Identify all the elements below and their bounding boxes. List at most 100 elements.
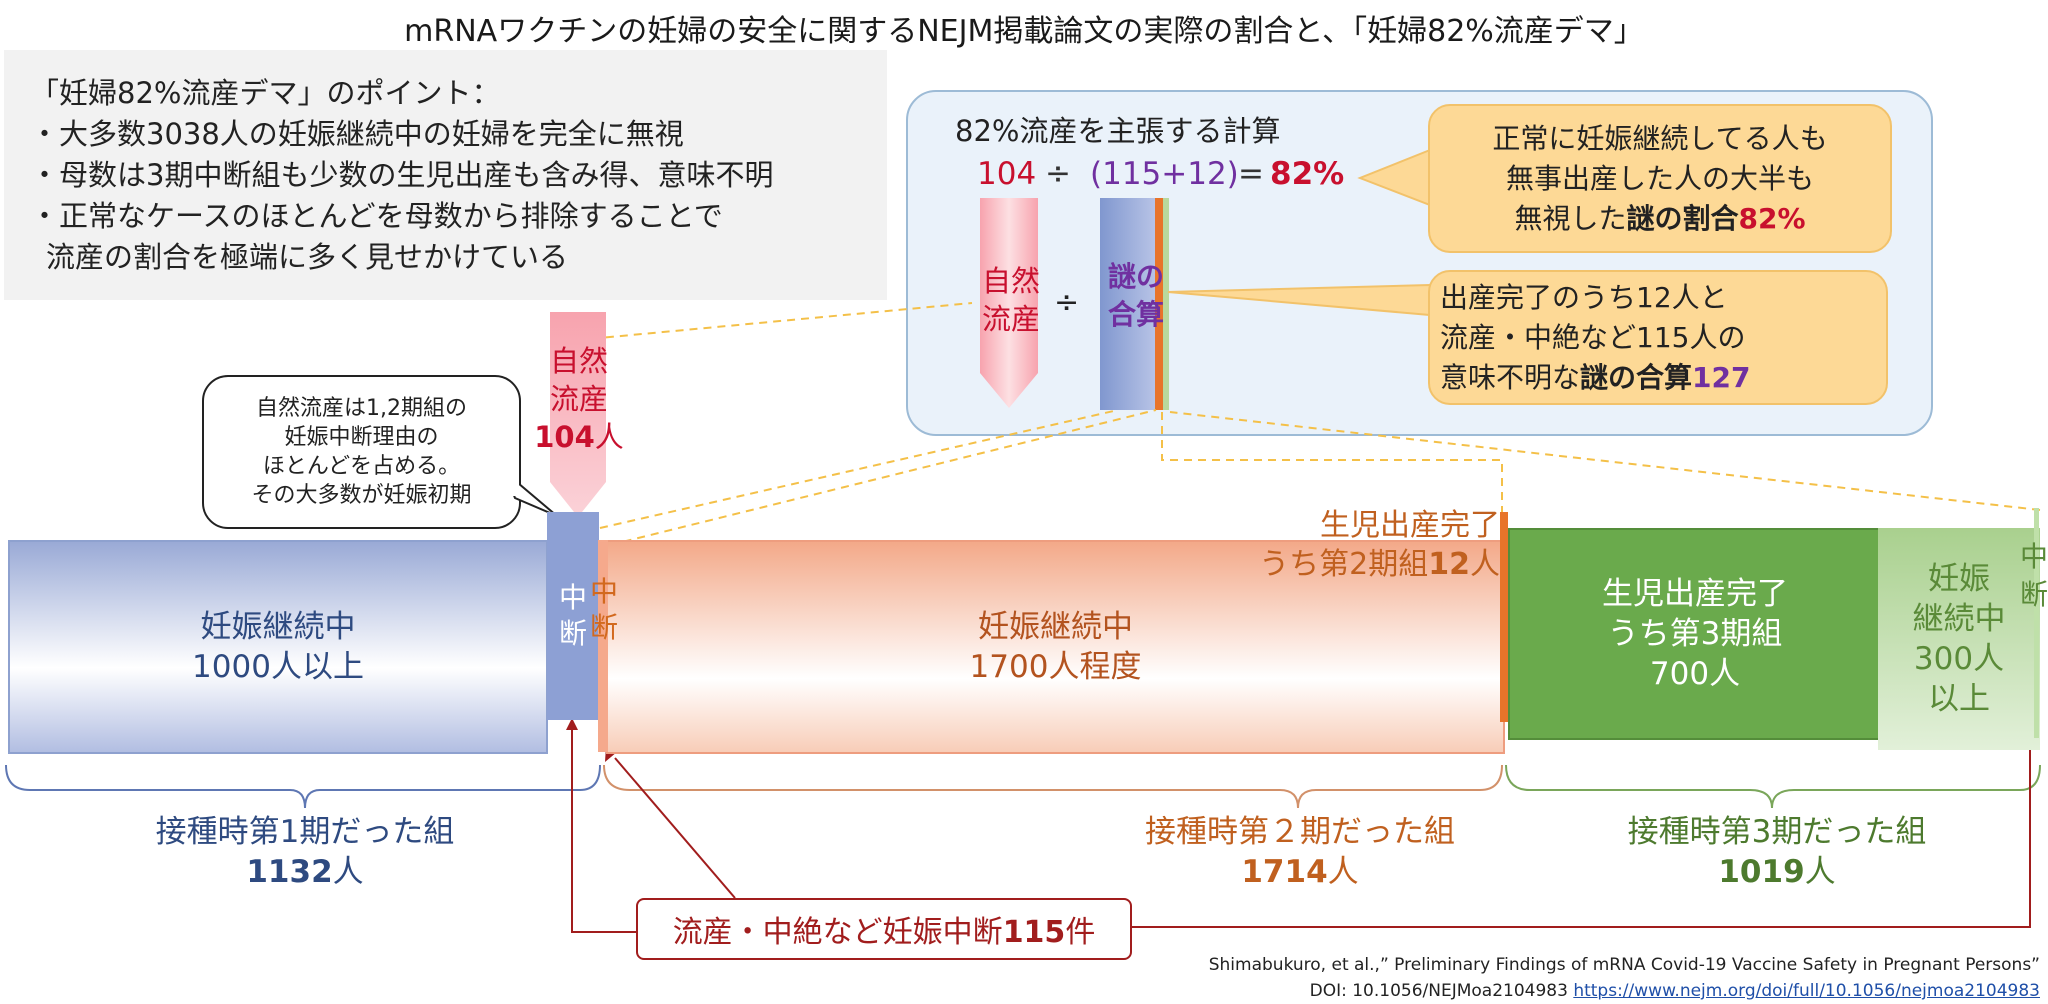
interruption-total-pre: 流産・中絶など妊娠中断 xyxy=(672,915,1003,950)
calc-red-label-2: 流産 xyxy=(981,302,1040,336)
group3-line2: 継続中 xyxy=(1912,601,2006,637)
speech-line2: 妊娠中断理由の xyxy=(284,425,439,450)
int1-line1: 中 xyxy=(558,581,587,614)
callout-mid-sum: 127 xyxy=(1692,360,1751,394)
int2-label: 中 断 xyxy=(590,574,618,646)
speech-bubble: 自然流産は1,2期組の 妊娠中断理由の ほとんどを占める。 その大多数が妊娠初期 xyxy=(202,375,521,529)
callout-mid-line3-bold: 謎の合算 xyxy=(1580,360,1693,394)
callout-mid-line3: 意味不明な謎の合算127 xyxy=(1440,358,1886,398)
page-title: mRNAワクチンの妊婦の安全に関するNEJM掲載論文の実際の割合と、「妊婦82%… xyxy=(404,14,1644,49)
group3-unit: 人 xyxy=(1804,854,1836,890)
point-item: ・大多数3038人の妊娠継続中の妊婦を完全に無視 xyxy=(30,117,684,151)
calc-blue-label-2: 合算 xyxy=(1107,298,1164,331)
speech-bubble-tail xyxy=(505,470,558,517)
mystery-sum-bar-orange xyxy=(1155,198,1163,410)
group3-continuing-bar: 妊娠 継続中 300人 以上 xyxy=(1878,528,2040,750)
group2-unit: 人 xyxy=(1327,854,1359,890)
group3-birth-bar: 生児出産完了 うち第3期組 700人 xyxy=(1508,528,1882,740)
interruption-total-box: 流産・中絶など妊娠中断115件 xyxy=(636,898,1132,960)
citation: Shimabukuro, et al.,” Preliminary Findin… xyxy=(1000,952,2040,1004)
calc-divide-sign: ÷ xyxy=(1054,285,1080,320)
group1-line2: 1000人以上 xyxy=(192,649,364,685)
miscarriage-arrow xyxy=(980,198,1038,408)
birth12-line2: うち第2期組 xyxy=(1259,547,1429,582)
calc-numerator: 104 xyxy=(977,156,1037,192)
point-item: 流産の割合を極端に多く見せかけている xyxy=(46,240,569,274)
callout-top-line3-pre: 無視した xyxy=(1514,201,1627,235)
int3-label: 中 断 xyxy=(2020,538,2048,614)
callout-top-line3: 無視した謎の割合82% xyxy=(1514,199,1805,239)
calc-blue-label-1: 謎の xyxy=(1107,260,1164,293)
group3-label: 接種時第3期だった組 1019人 xyxy=(1572,812,1982,892)
group3-interrupted-bar xyxy=(2034,508,2039,738)
group2-interrupted-bar xyxy=(598,540,608,752)
group3-line1: 妊娠 xyxy=(1928,561,1990,597)
natural-miscarriage-unit: 人 xyxy=(594,420,624,454)
birth3-line2: うち第3期組 xyxy=(1607,616,1783,652)
point-item: ・正常なケースのほとんどを母数から排除することで xyxy=(30,199,723,233)
callout-top-line1: 正常に妊娠継続してる人も xyxy=(1492,121,1828,155)
birth12-unit: 人 xyxy=(1470,547,1500,582)
calc-red-label-1: 自然 xyxy=(981,264,1040,298)
natural-miscarriage-count: 104人 xyxy=(534,418,624,456)
citation-doi: DOI: 10.1056/NEJMoa2104983 xyxy=(1309,981,1568,1001)
group3-line4: 以上 xyxy=(1928,681,1990,717)
mystery-sum-bar-green xyxy=(1163,198,1169,410)
natural-miscarriage-line2: 流産 xyxy=(549,382,608,416)
group1-unit: 人 xyxy=(332,854,364,890)
points-box: 「妊婦82%流産デマ」のポイント： ・大多数3038人の妊娠継続中の妊婦を完全に… xyxy=(4,50,887,300)
group2-label-text: 接種時第２期だった組 xyxy=(1145,814,1455,850)
int3-line1: 中 xyxy=(2020,540,2048,573)
interruption-total-text: 流産・中絶など妊娠中断115件 xyxy=(673,907,1096,951)
group2-birth-label: 生児出産完了 うち第2期組12人 xyxy=(1200,506,1500,584)
interruption-total-unit: 件 xyxy=(1065,915,1096,950)
citation-link[interactable]: https://www.nejm.org/doi/full/10.1056/ne… xyxy=(1573,981,2040,1001)
callout-top-ratio: 82% xyxy=(1738,201,1806,235)
speech-line1: 自然流産は1,2期組の xyxy=(256,396,467,421)
birth12-line1: 生児出産完了 xyxy=(1320,508,1500,543)
group3-label-text: 接種時第3期だった組 xyxy=(1627,814,1927,850)
natural-miscarriage-num: 104 xyxy=(534,420,595,454)
interruption-total-num: 115 xyxy=(1002,915,1066,950)
birth3-line3: 700人 xyxy=(1649,656,1741,692)
mystery-sum-bar xyxy=(1100,198,1155,410)
calc-red-label: 自然 流産 xyxy=(966,262,1056,338)
citation-line1: Shimabukuro, et al.,” Preliminary Findin… xyxy=(1208,955,2040,975)
group2-continuing-bar: 妊娠継続中 1700人程度 xyxy=(606,540,1505,754)
int2-line1: 中 xyxy=(590,575,619,608)
group1-line1: 妊娠継続中 xyxy=(200,609,356,645)
group1-label: 接種時第1期だった組 1132人 xyxy=(100,812,510,892)
calculation-title: 82%流産を主張する計算 xyxy=(955,114,1281,148)
calc-divide: ÷ xyxy=(1045,156,1071,192)
group3-line3: 300人 xyxy=(1913,641,2005,677)
int2-line2: 断 xyxy=(590,611,619,644)
int3-line2: 断 xyxy=(2020,578,2048,611)
callout-mystery-ratio: 正常に妊娠継続してる人も 無事出産した人の大半も 無視した謎の割合82% xyxy=(1428,104,1892,253)
group1-label-text: 接種時第1期だった組 xyxy=(155,814,455,850)
group2-line2: 1700人程度 xyxy=(969,649,1142,685)
point-item: ・母数は3期中断組も少数の生児出産も含み得、意味不明 xyxy=(30,158,774,192)
natural-miscarriage-line1: 自然 xyxy=(549,344,608,378)
natural-miscarriage-label: 自然 流産 104人 xyxy=(527,342,631,456)
callout-top-line2: 無事出産した人の大半も xyxy=(1505,161,1814,195)
birth3-line1: 生児出産完了 xyxy=(1602,576,1788,612)
int1-line2: 断 xyxy=(558,617,587,650)
points-heading: 「妊婦82%流産デマ」のポイント： xyxy=(30,76,501,110)
callout-top-line3-bold: 謎の割合 xyxy=(1626,201,1739,235)
speech-line3: ほとんどを占める。 xyxy=(262,454,461,479)
group3-count: 1019 xyxy=(1718,854,1805,890)
group2-count: 1714 xyxy=(1241,854,1328,890)
calc-denominator: (115+12) xyxy=(1090,156,1239,192)
group1-count: 1132 xyxy=(246,854,333,890)
calc-result: 82% xyxy=(1270,156,1345,192)
callout-mid-line1: 出産完了のうち12人と xyxy=(1440,280,1728,314)
group2-line1: 妊娠継続中 xyxy=(978,609,1133,645)
group2-label: 接種時第２期だった組 1714人 xyxy=(1095,812,1505,892)
birth12-num: 12 xyxy=(1428,547,1470,582)
speech-line4: その大多数が妊娠初期 xyxy=(251,483,472,508)
callout-mystery-sum: 出産完了のうち12人と 流産・中絶など115人の 意味不明な謎の合算127 xyxy=(1428,270,1888,405)
group1-interrupted-bar: 中 断 xyxy=(547,512,599,720)
natural-miscarriage-arrow xyxy=(550,312,606,517)
callout-mid-line2: 流産・中絶など115人の xyxy=(1440,320,1746,354)
group1-continuing-bar: 妊娠継続中 1000人以上 xyxy=(8,540,548,754)
